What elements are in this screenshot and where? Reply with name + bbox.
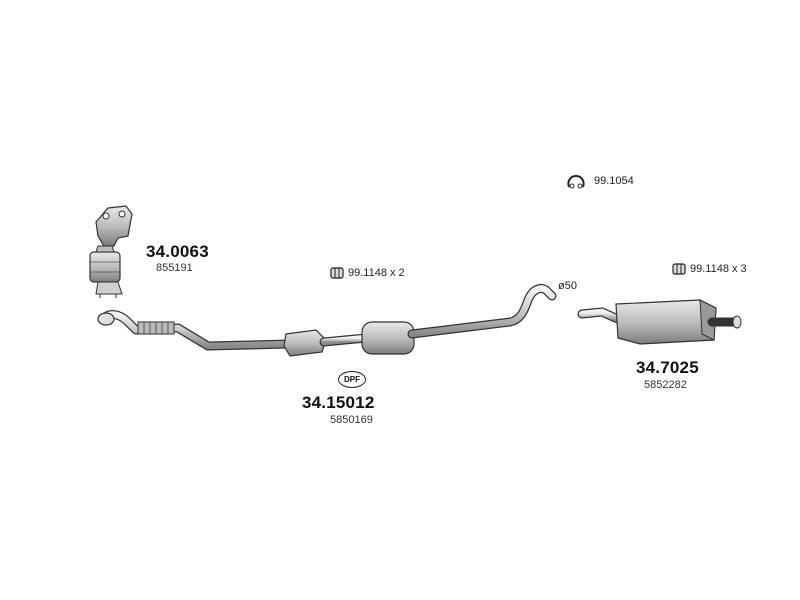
clamp-icon: [330, 267, 344, 279]
clamp-front-note: 99.1148 x 2: [348, 267, 405, 279]
dpf-badge: DPF: [338, 371, 366, 388]
rear-part-number: 34.7025: [636, 358, 699, 377]
clamp-rear-note: 99.1148 x 3: [690, 263, 747, 275]
diameter-note: ø50: [558, 280, 577, 292]
rear-oe-number: 5852282: [644, 379, 687, 391]
clamp-icon: [672, 263, 686, 275]
catalyst-oe-number: 855191: [156, 262, 193, 274]
catalyst-part-number: 34.0063: [146, 242, 209, 261]
rear-silencer[interactable]: [577, 299, 742, 345]
rubber-hanger-icon: [567, 174, 585, 189]
catalyst-manifold[interactable]: [89, 205, 133, 298]
middle-section-dpf[interactable]: [283, 284, 557, 357]
front-pipe[interactable]: [97, 310, 295, 351]
hanger-note: 99.1054: [594, 175, 634, 187]
middle-part-number: 34.15012: [302, 393, 375, 412]
middle-oe-number: 5850169: [330, 414, 373, 426]
